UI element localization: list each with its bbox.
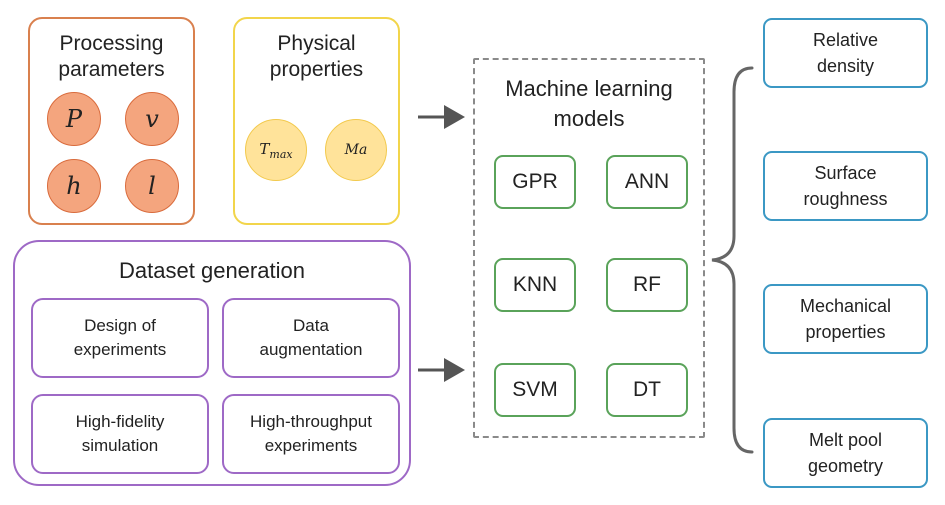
output-relative-density: Relative density	[763, 18, 928, 88]
model-knn: KNN	[494, 258, 576, 312]
tmax-label: Tmax	[259, 139, 293, 161]
output-surface-roughness: Surface roughness	[763, 151, 928, 221]
param-circle-v: v	[125, 92, 179, 146]
ma-circle: Ma	[325, 119, 387, 181]
ml-models-panel: Machine learning models GPR ANN KNN RF S…	[473, 58, 705, 438]
output-melt-pool-geometry: Melt pool geometry	[763, 418, 928, 488]
data-augmentation-box: Data augmentation	[222, 298, 400, 378]
dataset-generation-title: Dataset generation	[119, 258, 305, 283]
model-ann: ANN	[606, 155, 688, 209]
param-circle-h: h	[47, 159, 101, 213]
processing-parameters-panel: Processing parameters P v h l	[28, 17, 195, 225]
output-mechanical-properties: Mechanical properties	[763, 284, 928, 354]
model-svm: SVM	[494, 363, 576, 417]
physical-properties-title: Physical properties	[269, 32, 364, 81]
model-gpr: GPR	[494, 155, 576, 209]
param-circle-l: l	[125, 159, 179, 213]
high-throughput-experiments-box: High-throughput experiments	[222, 394, 400, 474]
output-brace	[711, 66, 754, 454]
model-dt: DT	[606, 363, 688, 417]
dataset-generation-panel: Dataset generation Design of experiments…	[13, 240, 411, 486]
design-of-experiments-box: Design of experiments	[31, 298, 209, 378]
param-circle-p: P	[47, 92, 101, 146]
ml-models-title: Machine learning models	[505, 76, 673, 131]
model-rf: RF	[606, 258, 688, 312]
high-fidelity-simulation-box: High-fidelity simulation	[31, 394, 209, 474]
tmax-circle: Tmax	[245, 119, 307, 181]
physical-properties-panel: Physical properties Tmax Ma	[233, 17, 400, 225]
processing-parameters-title: Processing parameters	[58, 32, 165, 81]
